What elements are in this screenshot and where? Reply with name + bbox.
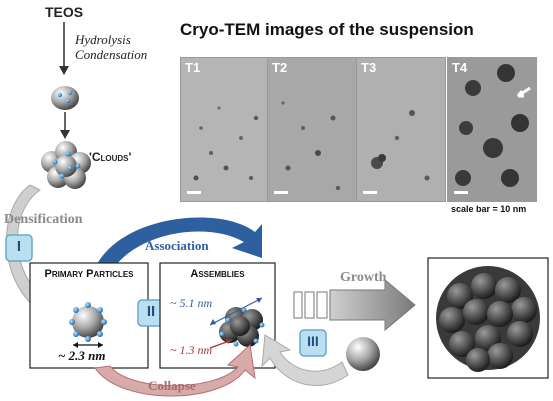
condensation-label: Condensation: [75, 47, 148, 62]
association-label: Association: [145, 238, 209, 253]
return-arrow: [261, 334, 349, 387]
tem-panel-label: T2: [272, 60, 288, 75]
clouds-label: 'Clouds': [89, 150, 132, 164]
gap-size-label: ~ 1.3 nm: [170, 343, 213, 357]
gap-arrow: [209, 339, 233, 349]
assembly-size-arrow: [209, 297, 263, 326]
primary-particles-title: Primary Particles: [44, 268, 134, 280]
step-label-iii: III: [307, 333, 319, 349]
down-arrow: [60, 112, 70, 139]
tem-title: Cryo-TEM images of the suspension: [180, 20, 474, 39]
scale-bar-note: scale bar = 10 nm: [451, 204, 527, 214]
hydrolysis-label: Hydrolysis: [75, 32, 131, 47]
primary-size-label: ~ 2.3 nm: [58, 348, 106, 363]
tem-panel-label: T4: [452, 60, 468, 75]
tem-image-t4: [454, 64, 531, 194]
primary-particle: [69, 302, 107, 342]
step-badge-i: [5, 234, 33, 262]
collapse-arrow: [94, 344, 256, 397]
assembly-size-label: ~ 5.1 nm: [170, 296, 213, 310]
tem-image-t1: [187, 106, 259, 194]
collapse-label: Collapse: [148, 378, 196, 393]
step-badge-iii: [299, 329, 327, 357]
down-arrow: [59, 22, 69, 75]
tem-image-t2: [274, 101, 341, 194]
growth-arrow: [293, 278, 416, 332]
tem-panel-t3: T3: [356, 57, 446, 202]
tem-panel-t4: T4: [447, 57, 537, 202]
tem-panel-label: T1: [185, 60, 201, 75]
diameter-arrow: [73, 342, 103, 348]
teos-label: TEOS: [45, 4, 84, 20]
small-cluster: [51, 86, 79, 110]
assemblies-title: Assemblies: [190, 268, 245, 280]
tem-panel-t1: T1: [180, 57, 270, 202]
assembly-cluster: [219, 307, 265, 347]
cloud-cluster: [41, 141, 91, 189]
tem-image-t3: [363, 110, 430, 194]
final-particle: [436, 266, 540, 372]
tem-panel-label: T3: [361, 60, 377, 75]
association-arrow: [95, 217, 262, 270]
tem-panel-t2: T2: [267, 57, 357, 202]
step-label-i: I: [16, 238, 22, 255]
free-sphere: [346, 337, 380, 371]
growth-label: Growth: [340, 270, 387, 285]
densification-label: Densification: [4, 212, 83, 227]
step-label-ii: II: [146, 303, 156, 320]
